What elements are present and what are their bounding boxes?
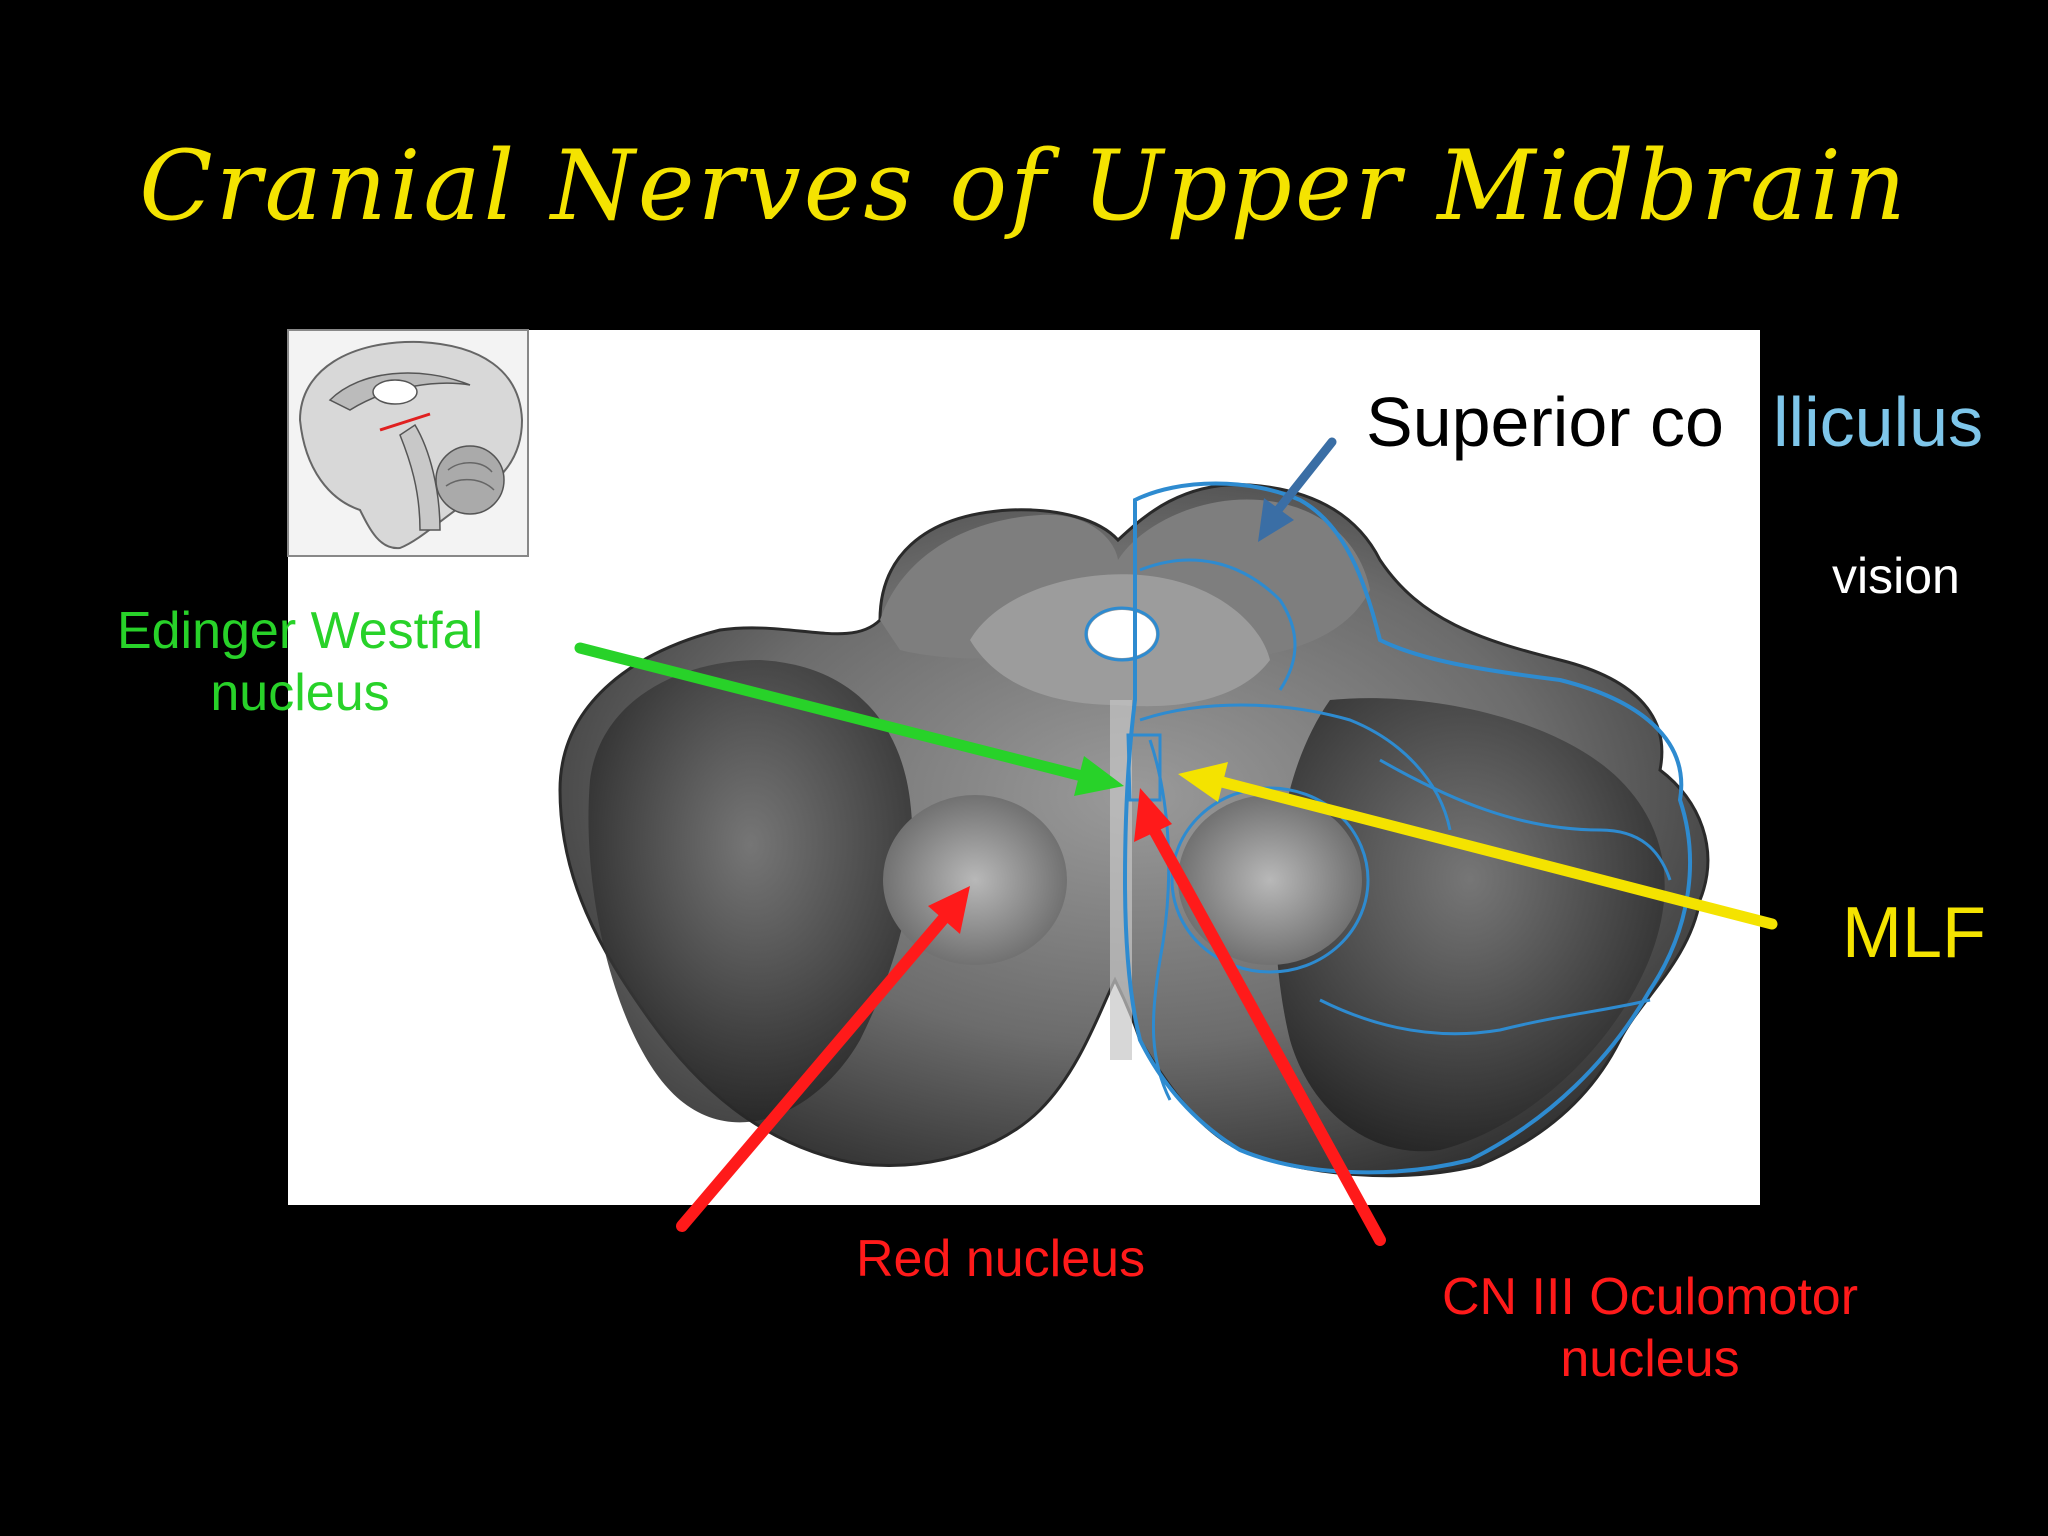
oculomotor-label-line1: CN III Oculomotor: [1441, 1268, 1859, 1326]
oculomotor-arrow: [1134, 788, 1386, 1246]
mlf-label: MLF: [1842, 893, 1986, 973]
superior-colliculus-arrow: [1258, 437, 1337, 542]
edinger-westfal-arrow: [574, 642, 1124, 796]
edinger-westfal-label-line2: nucleus: [210, 664, 390, 723]
red-nucleus-label: Red nucleus: [856, 1230, 1146, 1288]
superior-colliculus-label-dark: Superior co: [1366, 383, 1724, 461]
red-nucleus-arrow: [676, 886, 970, 1232]
mlf-arrow: [1178, 762, 1778, 930]
arrows: [574, 437, 1778, 1246]
sagittal-brain-locator-image: [287, 329, 529, 557]
edinger-westfal-label: Edinger Westfal nucleus: [92, 600, 508, 725]
oculomotor-label-line2: nucleus: [1560, 1330, 1740, 1389]
edinger-westfal-label-line1: Edinger Westfal: [116, 602, 484, 660]
oculomotor-nucleus-label: CN III Oculomotor nucleus: [1410, 1266, 1890, 1391]
slide-title: Cranial Nerves of Upper Midbrain: [139, 130, 1909, 242]
midbrain-cross-section-image: [558, 481, 1710, 1178]
vision-label: vision: [1832, 548, 1960, 604]
superior-colliculus-label-light: lliculus: [1773, 383, 1984, 461]
